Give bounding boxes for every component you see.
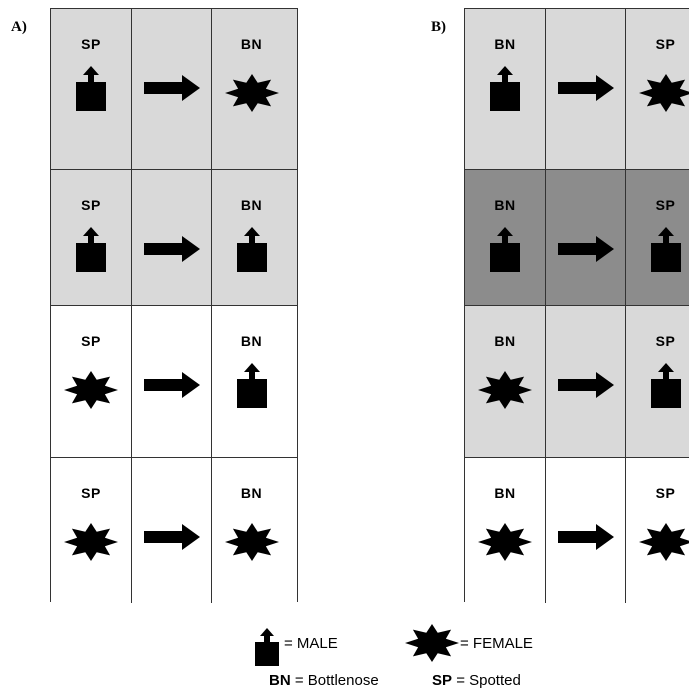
legend-male-icon bbox=[255, 628, 279, 671]
panel-a-row-1-arrow-cell bbox=[131, 9, 211, 169]
panel-a-row-4-to-cell: BN bbox=[211, 458, 291, 603]
female-icon bbox=[626, 516, 689, 568]
panel-b-grid: BN SP BN SP BN SP BN SP bbox=[464, 8, 689, 603]
panel-b-row-1-from-cell: BN bbox=[465, 9, 545, 169]
species-code: BN bbox=[240, 36, 263, 52]
species-code: BN bbox=[494, 197, 516, 213]
panel-a-label: A) bbox=[11, 19, 27, 35]
panel-b-row-4-to-cell: SP bbox=[625, 458, 689, 603]
panel-a-row-1-from-cell: SP bbox=[51, 9, 131, 169]
panel-b-row-1-to-cell: SP bbox=[625, 9, 689, 169]
species-code: BN bbox=[240, 197, 263, 213]
female-icon bbox=[626, 67, 689, 119]
panel-a-row-2: SP BN bbox=[51, 169, 297, 305]
male-icon bbox=[626, 363, 689, 408]
arrow-icon bbox=[132, 524, 211, 550]
panel-a-row-2-from-cell: SP bbox=[51, 170, 131, 305]
female-icon bbox=[51, 364, 131, 416]
legend-female-label: = FEMALE bbox=[460, 635, 533, 652]
legend-sp-text: = Spotted bbox=[456, 672, 521, 689]
panel-b-row-3-arrow-cell bbox=[545, 306, 625, 457]
panel-b-row-3: BN SP bbox=[465, 305, 689, 457]
arrow-icon bbox=[546, 75, 625, 101]
panel-b-label: B) bbox=[431, 19, 446, 35]
legend-male-label: = MALE bbox=[284, 635, 338, 652]
male-icon bbox=[212, 227, 291, 272]
male-icon bbox=[626, 227, 689, 272]
legend-female-icon bbox=[401, 622, 463, 669]
male-icon bbox=[51, 66, 131, 111]
male-icon bbox=[212, 363, 291, 408]
species-code: SP bbox=[81, 485, 101, 501]
species-code: SP bbox=[655, 485, 676, 501]
panel-b-row-1-arrow-cell bbox=[545, 9, 625, 169]
species-code: SP bbox=[81, 36, 101, 52]
arrow-icon bbox=[546, 524, 625, 550]
species-code: SP bbox=[655, 333, 676, 349]
panel-b-row-4-from-cell: BN bbox=[465, 458, 545, 603]
legend-bn-text: = Bottlenose bbox=[294, 672, 379, 689]
female-icon bbox=[465, 516, 545, 568]
panel-a-row-4-arrow-cell bbox=[131, 458, 211, 603]
panel-b-row-1: BN SP bbox=[465, 9, 689, 169]
panel-b-row-3-to-cell: SP bbox=[625, 306, 689, 457]
panel-a-row-2-to-cell: BN bbox=[211, 170, 291, 305]
panel-b-row-3-from-cell: BN bbox=[465, 306, 545, 457]
arrow-icon bbox=[132, 236, 211, 262]
panel-a-row-4-from-cell: SP bbox=[51, 458, 131, 603]
arrow-icon bbox=[132, 75, 211, 101]
legend-sp-line: SP = Spotted bbox=[432, 672, 521, 689]
arrow-icon bbox=[132, 372, 211, 398]
panel-a-row-3-arrow-cell bbox=[131, 306, 211, 457]
panel-a-row-1: SP BN bbox=[51, 9, 297, 169]
panel-a-row-2-arrow-cell bbox=[131, 170, 211, 305]
species-code: SP bbox=[81, 197, 101, 213]
panel-b-row-2-from-cell: BN bbox=[465, 170, 545, 305]
species-code: BN bbox=[494, 36, 516, 52]
species-code: SP bbox=[655, 197, 676, 213]
panel-b-row-2: BN SP bbox=[465, 169, 689, 305]
species-code: BN bbox=[494, 485, 516, 501]
species-code: BN bbox=[240, 485, 263, 501]
panel-a-row-3-from-cell: SP bbox=[51, 306, 131, 457]
species-code: SP bbox=[655, 36, 676, 52]
female-icon bbox=[212, 516, 291, 568]
female-icon bbox=[465, 364, 545, 416]
female-icon bbox=[212, 67, 291, 119]
panel-a-row-3-to-cell: BN bbox=[211, 306, 291, 457]
legend-sp-abbr: SP bbox=[432, 672, 453, 689]
male-icon bbox=[465, 66, 545, 111]
species-code: BN bbox=[240, 333, 263, 349]
species-code: SP bbox=[81, 333, 101, 349]
panel-b-row-2-arrow-cell bbox=[545, 170, 625, 305]
panel-a-row-1-to-cell: BN bbox=[211, 9, 291, 169]
species-code: BN bbox=[494, 333, 516, 349]
male-icon bbox=[51, 227, 131, 272]
arrow-icon bbox=[546, 372, 625, 398]
female-icon bbox=[51, 516, 131, 568]
arrow-icon bbox=[546, 236, 625, 262]
panel-a-row-3: SP BN bbox=[51, 305, 297, 457]
panel-a-row-4: SP BN bbox=[51, 457, 297, 603]
male-icon bbox=[465, 227, 545, 272]
panel-b-row-4-arrow-cell bbox=[545, 458, 625, 603]
panel-b-row-4: BN SP bbox=[465, 457, 689, 603]
legend-bn-line: BN = Bottlenose bbox=[269, 672, 379, 689]
panel-a-grid: SP BN SP BN SP BN SP BN bbox=[50, 8, 298, 603]
legend-bn-abbr: BN bbox=[269, 672, 291, 689]
panel-b-row-2-to-cell: SP bbox=[625, 170, 689, 305]
